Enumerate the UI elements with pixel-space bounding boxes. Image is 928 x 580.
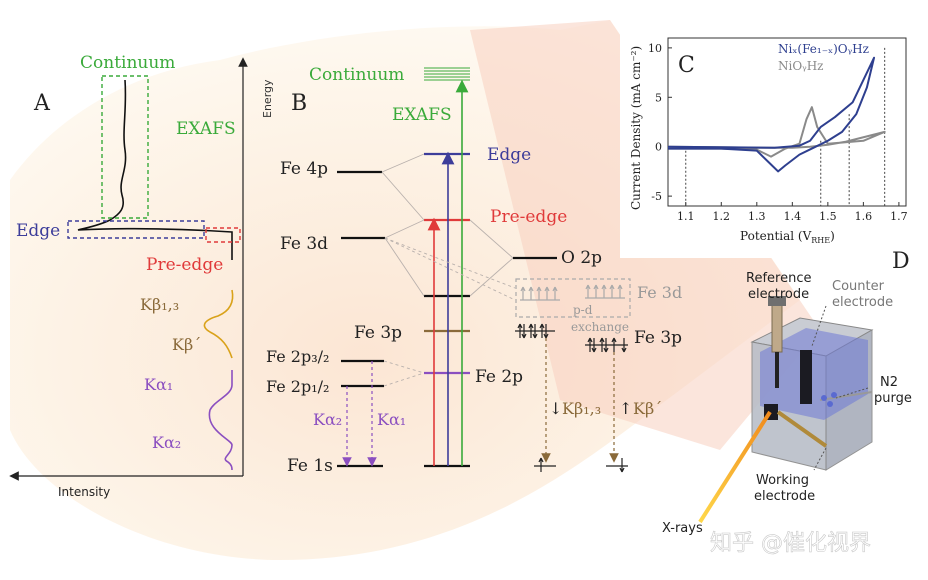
kbp-up-arrow: ↑ [619, 399, 632, 418]
purge-label: purge [874, 391, 912, 406]
working-electrode-wire [776, 410, 828, 448]
n2-label: N2 [880, 375, 898, 390]
kalpha1-label-a: Kα₁ [144, 375, 173, 394]
x-tick-label: 1.3 [748, 210, 766, 223]
x-tick-label: 1.5 [819, 210, 837, 223]
reference-electrode-cap [768, 296, 786, 306]
bubble [827, 401, 833, 407]
fe1s-final-states [534, 457, 628, 473]
bubble [821, 395, 827, 401]
reference-label-2: electrode [748, 287, 809, 302]
kalpha-spectrum-curve [208, 370, 233, 471]
panel-c-label: C [678, 53, 695, 78]
fe4p-label: Fe 4p [280, 159, 328, 179]
fe3d-spin-arrows [520, 284, 625, 301]
series-nio-line [667, 106, 886, 158]
kb13-label-b: Kβ₁,₃ [562, 399, 601, 418]
reference-label-1: Reference [746, 271, 811, 286]
orbital-connections [381, 153, 516, 387]
x-tick-label: 1.4 [784, 210, 802, 223]
y-tick-label: 5 [655, 91, 662, 104]
counter-label-2: electrode [832, 295, 893, 310]
y-tick-label: 10 [648, 42, 662, 55]
pd-exchange-box [515, 278, 631, 318]
n2-purge-tube [819, 391, 873, 401]
reference-electrode-tip [775, 352, 779, 388]
panel-d-label: D [892, 249, 910, 274]
pd-exchange-label-1: p-d [573, 303, 593, 317]
panel-c: C 1.1 1.2 1.3 1.4 1.5 1.6 1.7 10 5 0 -5 Current De… [620, 30, 928, 258]
chart-c-ylabel: Current Density (mA cm⁻²) [629, 46, 643, 210]
chart-c-series [667, 56, 886, 173]
fe3p-spins-right [585, 337, 628, 353]
fe3p-label-right: Fe 3p [634, 328, 682, 348]
fe3d-label-right: Fe 3d [637, 283, 682, 302]
chart-c-background [620, 30, 928, 258]
xrays-label: X-rays [662, 521, 703, 536]
chart-c-dotted-lines [685, 47, 886, 206]
leader-lines [776, 296, 869, 471]
plot-frame [667, 37, 907, 207]
reference-electrode-body [771, 299, 783, 353]
continuum-box [101, 75, 149, 219]
chart-c-xlabel-main: Potential (V [740, 229, 812, 243]
working-label-2: electrode [754, 489, 815, 504]
edge-label-b: Edge [487, 145, 531, 165]
counter-label-1: Counter [832, 279, 885, 294]
edge-box [67, 220, 205, 239]
pre-edge-box [205, 227, 241, 243]
absorption-spectrum-curve [77, 79, 233, 260]
chart-c-xlabel: Potential (VRHE) [740, 229, 835, 245]
x-tick-label: 1.1 [677, 210, 695, 223]
fe2p-label-center: Fe 2p [475, 367, 523, 387]
y-tick-label: 0 [655, 141, 662, 154]
exafs-label-a: EXAFS [176, 119, 236, 139]
ka2-label-b: Kα₂ [313, 410, 342, 429]
series-nife-line [667, 56, 876, 173]
intensity-axis-label: Intensity [58, 485, 110, 499]
chart-c-xlabel-sub: RHE [811, 236, 830, 245]
o2p-label: O 2p [561, 248, 602, 268]
kbp-label-b: Kβ´ [633, 399, 662, 418]
kbeta-prime-label-a: Kβ´ [172, 335, 201, 354]
watermark: 知乎 @催化视界 [710, 531, 871, 556]
pre-edge-label-a: Pre-edge [146, 255, 223, 275]
pd-exchange-label-2: exchange [571, 320, 629, 334]
x-tick-label: 1.7 [890, 210, 908, 223]
working-label-1: Working [756, 473, 809, 488]
fe2p12-label: Fe 2p₁/₂ [266, 377, 329, 396]
edge-label-a: Edge [16, 221, 60, 241]
ka1-label-b: Kα₁ [377, 410, 406, 429]
fe3p-label-left: Fe 3p [354, 323, 402, 343]
panel-a: A Energy Intensity Continuum EXAFS Edge … [9, 53, 274, 499]
pre-edge-label-b: Pre-edge [490, 207, 567, 227]
continuum-label-b: Continuum [309, 65, 404, 85]
energy-axis-label: Energy [261, 79, 274, 118]
x-tick-label: 1.2 [713, 210, 731, 223]
kb13-down-arrow: ↓ [549, 399, 562, 418]
fe3p-spins-left [515, 323, 555, 339]
kalpha2-label-a: Kα₂ [152, 433, 181, 452]
kbeta13-label-a: Kβ₁,₃ [140, 295, 179, 314]
fe1s-label: Fe 1s [287, 456, 333, 476]
y-tick-label: -5 [651, 190, 662, 203]
chart-c-xlabel-end: ) [830, 229, 835, 243]
xray-beam [698, 410, 772, 524]
panel-a-label: A [33, 91, 51, 116]
panel-b: B Continuum EXAFS Fe 4p Fe 3d Fe 3p Fe 2… [266, 65, 682, 476]
bubble [831, 392, 837, 398]
legend-nio: NiOᵧHz [778, 59, 823, 73]
kbeta-spectrum-curve [203, 289, 234, 359]
panel-b-label: B [291, 91, 307, 116]
exafs-label-b: EXAFS [392, 105, 452, 125]
fe3d-label: Fe 3d [280, 234, 328, 254]
continuum-label-a: Continuum [80, 53, 175, 73]
counter-electrode [800, 350, 812, 404]
x-tick-label: 1.6 [855, 210, 873, 223]
legend-nife: Niₓ(Fe₁₋ₓ)OᵧHz [778, 42, 869, 56]
fe2p32-label: Fe 2p₃/₂ [266, 347, 329, 366]
panel-d: D Reference electrode Counter e [662, 249, 912, 536]
